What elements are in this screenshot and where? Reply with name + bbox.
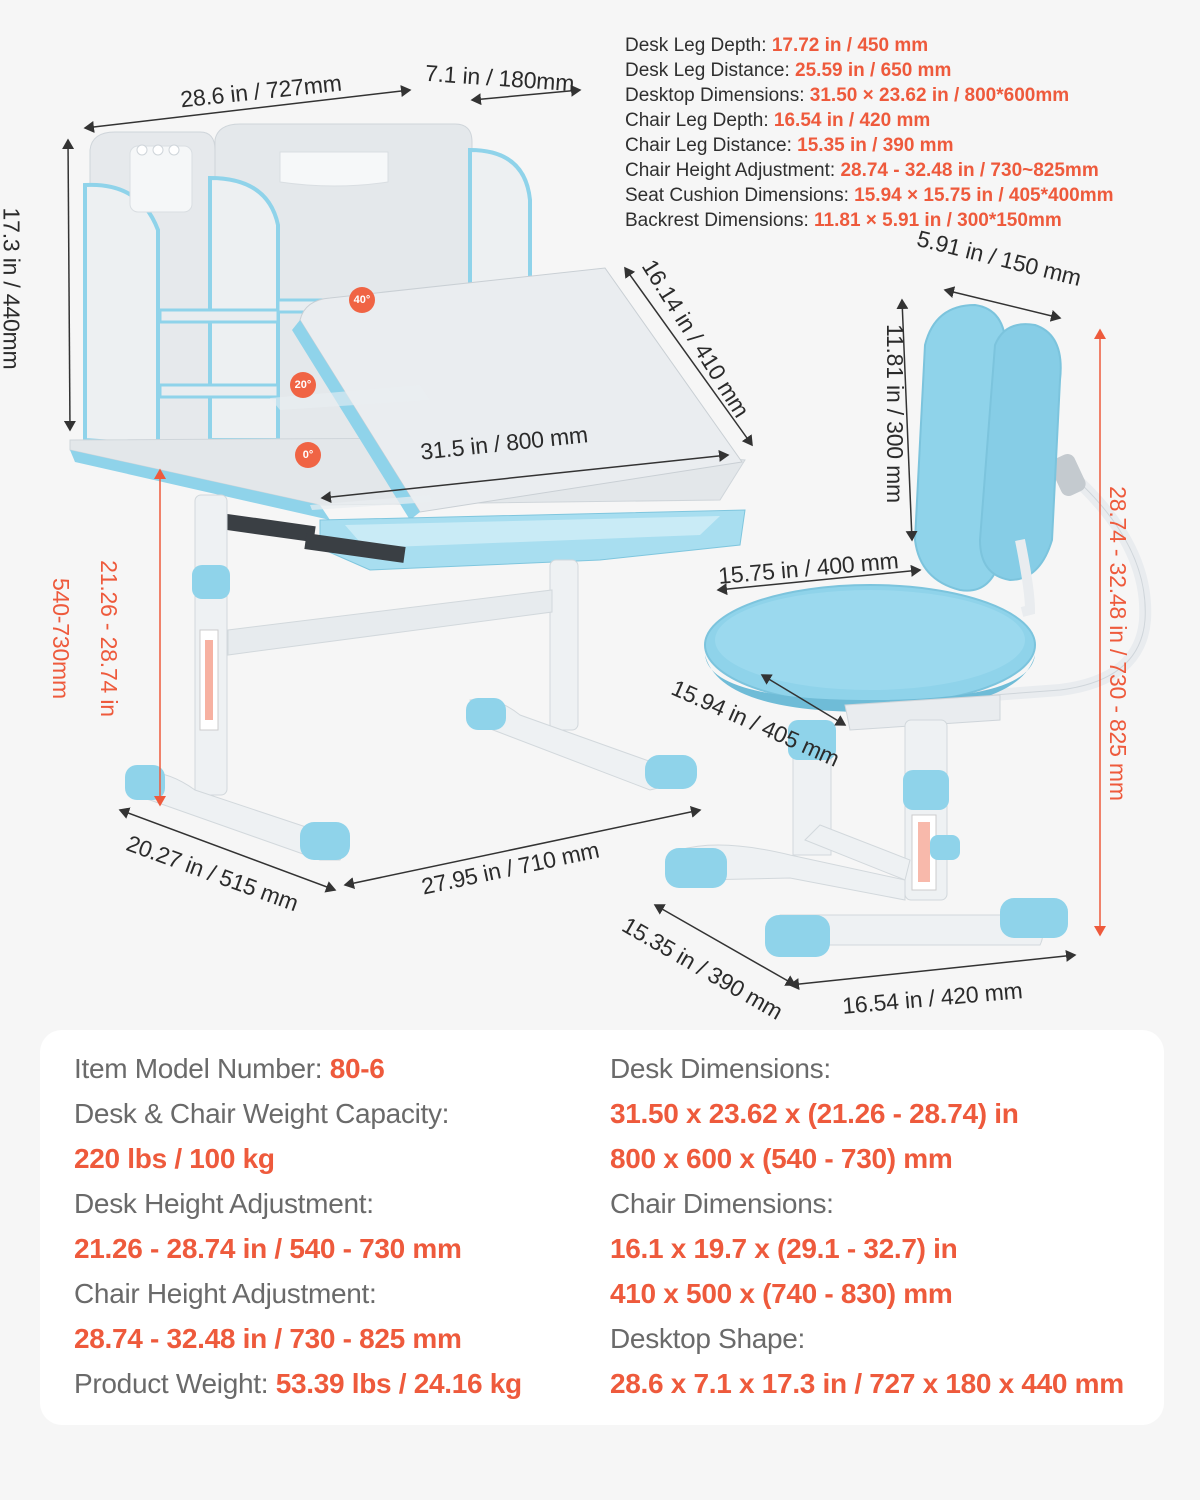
spec-value: 15.94 × 15.75 in / 405*400mm: [854, 185, 1114, 206]
spec-value: 28.74 - 32.48 in / 730~825mm: [840, 160, 1099, 181]
spec-label: Chair Height Adjustment:: [625, 160, 841, 181]
spec-label: Chair Leg Distance:: [625, 135, 798, 156]
spec-row: Chair Leg Depth: 16.54 in / 420 mm: [625, 108, 1114, 133]
desk-chair-drawing: [62, 84, 1152, 991]
desk-dimensions-label: Desk Dimensions:: [610, 1053, 831, 1084]
product-weight-row: Product Weight: 53.39 lbs / 24.16 kg: [74, 1361, 522, 1406]
spec-row: Backrest Dimensions: 11.81 × 5.91 in / 3…: [625, 208, 1114, 233]
spec-value: 25.59 in / 650 mm: [795, 60, 952, 81]
spec-row: Desktop Dimensions: 31.50 × 23.62 in / 8…: [625, 83, 1114, 108]
specification-panel: Item Model Number: 80-6 Desk & Chair Wei…: [40, 1030, 1164, 1425]
dimension-lines: [62, 84, 1106, 991]
spec-value: 17.72 in / 450 mm: [771, 35, 929, 56]
model-number-value: 80-6: [329, 1053, 385, 1084]
model-number-row: Item Model Number: 80-6: [74, 1046, 522, 1091]
spec-row: Desk Leg Distance: 25.59 in / 650 mm: [625, 58, 1114, 83]
spec-label: Desk Leg Depth:: [625, 35, 772, 56]
spec-row: Desk Leg Depth: 17.72 in / 450 mm: [625, 33, 1114, 58]
spec-label: Backrest Dimensions:: [625, 210, 815, 231]
model-number-label: Item Model Number:: [74, 1053, 330, 1084]
desktop-shape-label: Desktop Shape:: [610, 1323, 806, 1354]
angle-badge-0: 0°: [295, 442, 321, 468]
spec-row: Chair Leg Distance: 15.35 in / 390 mm: [625, 133, 1114, 158]
spec-row: Seat Cushion Dimensions: 15.94 × 15.75 i…: [625, 183, 1114, 208]
desk-height-adjustment-value: 21.26 - 28.74 in / 540 - 730 mm: [74, 1233, 462, 1264]
spec-list: Desk Leg Depth: 17.72 in / 450 mm Desk L…: [625, 33, 1114, 233]
chair-dimensions-label: Chair Dimensions:: [610, 1188, 834, 1219]
spec-label: Desk Leg Distance:: [625, 60, 796, 81]
desktop-shape-value: 28.6 x 7.1 x 17.3 in / 727 x 180 x 440 m…: [610, 1368, 1124, 1399]
weight-capacity-value: 220 lbs / 100 kg: [74, 1143, 275, 1174]
spec-value: 11.81 × 5.91 in / 300*150mm: [814, 210, 1062, 231]
product-weight-value: 53.39 lbs / 24.16 kg: [275, 1368, 522, 1399]
chair-dimensions-mm: 410 x 500 x (740 - 830) mm: [610, 1278, 953, 1309]
desk-height-mm-label: 540-730mm: [47, 578, 74, 699]
chair-height-adjustment-label: Chair Height Adjustment:: [74, 1278, 377, 1309]
spec-column-right: Desk Dimensions: 31.50 x 23.62 x (21.26 …: [610, 1046, 1124, 1406]
angle-badge-20: 20°: [290, 372, 316, 398]
product-illustration: 28.6 in / 727mm 7.1 in / 180mm 17.3 in /…: [0, 33, 1152, 1025]
spec-value: 31.50 × 23.62 in / 800*600mm: [809, 85, 1070, 106]
desk-height-in-label: 21.26 - 28.74 in: [95, 560, 122, 717]
spec-label: Seat Cushion Dimensions:: [625, 185, 855, 206]
desk: [69, 123, 746, 861]
weight-capacity-label: Desk & Chair Weight Capacity:: [74, 1098, 450, 1129]
desk-dimensions-in: 31.50 x 23.62 x (21.26 - 28.74) in: [610, 1098, 1019, 1129]
spec-row: Chair Height Adjustment: 28.74 - 32.48 i…: [625, 158, 1114, 183]
desk-height-adjustment-label: Desk Height Adjustment:: [74, 1188, 374, 1219]
product-weight-label: Product Weight:: [74, 1368, 276, 1399]
angle-badge-40: 40°: [349, 287, 375, 313]
chair-dimensions-in: 16.1 x 19.7 x (29.1 - 32.7) in: [610, 1233, 958, 1264]
spec-label: Chair Leg Depth:: [625, 110, 774, 131]
spec-value: 16.54 in / 420 mm: [773, 110, 931, 131]
spec-column-left: Item Model Number: 80-6 Desk & Chair Wei…: [74, 1046, 522, 1406]
chair-height-adjustment-value: 28.74 - 32.48 in / 730 - 825 mm: [74, 1323, 462, 1354]
desk-dimensions-mm: 800 x 600 x (540 - 730) mm: [610, 1143, 953, 1174]
backrest-height-label: 11.81 in / 300 mm: [882, 324, 908, 503]
spec-label: Desktop Dimensions:: [625, 85, 810, 106]
spec-value: 15.35 in / 390 mm: [797, 135, 954, 156]
hutch-height-label: 17.3 in / 440mm: [0, 207, 25, 370]
chair-height-label: 28.74 - 32.48 in / 730 - 825 mm: [1104, 486, 1131, 801]
